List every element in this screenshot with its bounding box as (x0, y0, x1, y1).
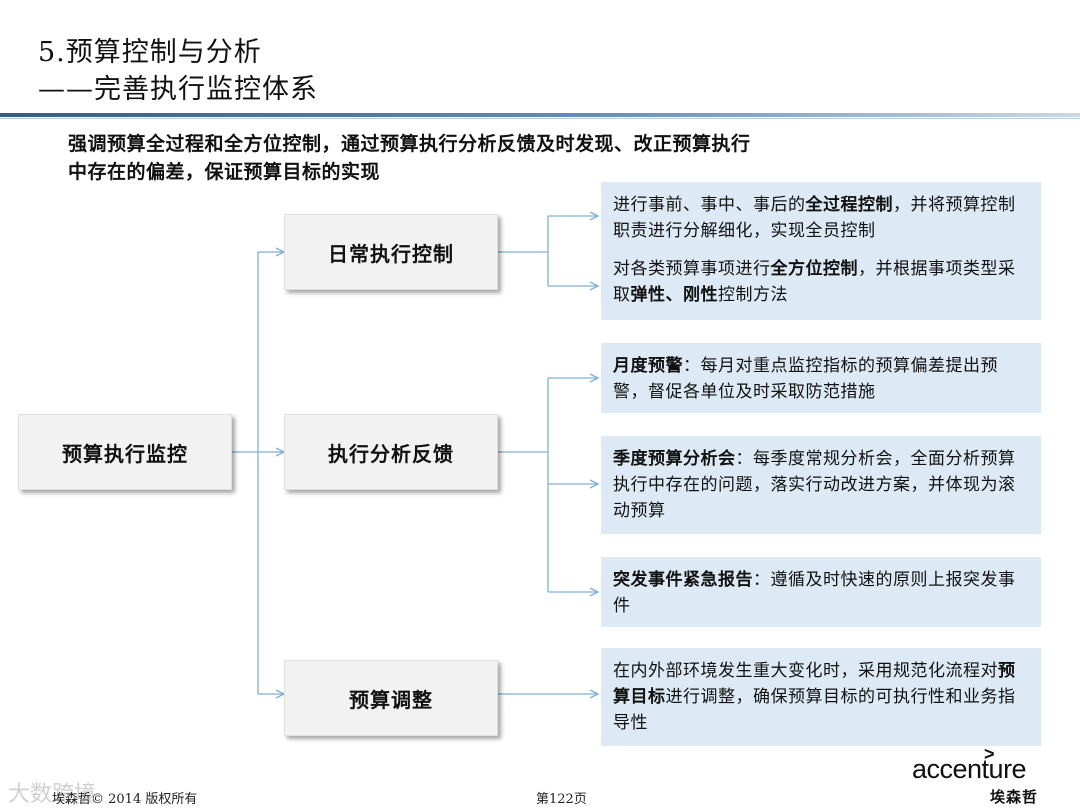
detail-monthly: 月度预警：每月对重点监控指标的预算偏差提出预警，督促各单位及时采取防范措施 (613, 353, 1029, 405)
detail-box-monthly: 月度预警：每月对重点监控指标的预算偏差提出预警，督促各单位及时采取防范措施 (601, 343, 1041, 413)
detail-daily-2-post: 控制方法 (718, 285, 788, 305)
detail-quarterly-post: ：每季度常规分析会，全面分析预算执行中存在的问题，落实行动改进方案，并体现为滚动… (613, 449, 1016, 521)
detail-adjust-bold: 预算目标 (613, 661, 1016, 707)
detail-daily-2-bold2: 弹性、刚性 (630, 285, 718, 305)
branch-daily-label: 日常执行控制 (328, 241, 454, 266)
detail-daily-2-bold: 全方位控制 (770, 259, 858, 279)
branch-analysis-label: 执行分析反馈 (328, 441, 454, 466)
header-rule-thin (0, 118, 1080, 119)
detail-daily-1-pre: 进行事前、事中、事后的 (613, 195, 806, 215)
detail-daily-1-post: ，并将预算控制职责进行分解细化，实现全员控制 (613, 195, 1016, 241)
detail-monthly-bold: 月度预警 (613, 356, 683, 376)
slide-title: 5.预算控制与分析 ——完善执行监控体系 (38, 34, 318, 108)
detail-box-emergency: 突发事件紧急报告：遵循及时快速的原则上报突发事件 (601, 557, 1041, 627)
detail-quarterly-bold: 季度预算分析会 (613, 449, 736, 469)
detail-emergency: 突发事件紧急报告：遵循及时快速的原则上报突发事件 (613, 567, 1029, 619)
detail-emergency-post: ：遵循及时快速的原则上报突发事件 (613, 570, 1016, 616)
detail-daily-2-mid: ，并根据事项类型采取 (613, 259, 1016, 305)
detail-adjust-post: 进行调整，确保预算目标的可执行性和业务指导性 (613, 687, 1016, 733)
detail-box-quarterly: 季度预算分析会：每季度常规分析会，全面分析预算执行中存在的问题，落实行动改进方案… (601, 436, 1041, 534)
detail-daily-1-bold: 全过程控制 (805, 195, 893, 215)
intro-line2: 中存在的偏差，保证预算目标的实现 (68, 161, 381, 183)
detail-box-daily: 进行事前、事中、事后的全过程控制，并将预算控制职责进行分解细化，实现全员控制 对… (601, 182, 1041, 320)
root-node-label: 预算执行监控 (62, 441, 188, 466)
logo-chinese: 埃森哲 (990, 789, 1039, 806)
detail-quarterly: 季度预算分析会：每季度常规分析会，全面分析预算执行中存在的问题，落实行动改进方案… (613, 446, 1029, 524)
root-node: 预算执行监控 (18, 414, 232, 490)
title-line1: 5.预算控制与分析 (38, 37, 262, 68)
footer-page-number: 第122页 (536, 792, 587, 807)
detail-adjust: 在内外部环境发生重大变化时，采用规范化流程对预算目标进行调整，确保预算目标的可执… (613, 658, 1029, 736)
detail-emergency-bold: 突发事件紧急报告 (613, 570, 753, 590)
intro-text: 强调预算全过程和全方位控制，通过预算执行分析反馈及时发现、改正预算执行 中存在的… (68, 130, 968, 186)
footer-copyright: 埃森哲© 2014 版权所有 (52, 792, 198, 807)
detail-daily-2-pre: 对各类预算事项进行 (613, 259, 771, 279)
branch-node-daily: 日常执行控制 (284, 214, 498, 290)
detail-adjust-pre: 在内外部环境发生重大变化时，采用规范化流程对 (613, 661, 998, 681)
branch-node-adjust: 预算调整 (284, 660, 498, 736)
logo-wordmark: accenture (912, 754, 1027, 784)
accenture-logo: > accenture 埃森哲 (912, 744, 1052, 806)
title-line2: ——完善执行监控体系 (38, 74, 318, 105)
detail-box-adjust: 在内外部环境发生重大变化时，采用规范化流程对预算目标进行调整，确保预算目标的可执… (601, 648, 1041, 746)
branch-node-analysis: 执行分析反馈 (284, 414, 498, 490)
detail-monthly-post: ：每月对重点监控指标的预算偏差提出预警，督促各单位及时采取防范措施 (613, 356, 998, 402)
watermark: 大数跨境 (8, 781, 97, 806)
detail-daily-1: 进行事前、事中、事后的全过程控制，并将预算控制职责进行分解细化，实现全员控制 (613, 192, 1029, 244)
branch-adjust-label: 预算调整 (349, 687, 433, 712)
logo-mark-icon: > (984, 744, 995, 764)
header-rule (0, 113, 1080, 117)
intro-line1: 强调预算全过程和全方位控制，通过预算执行分析反馈及时发现、改正预算执行 (68, 133, 751, 155)
detail-daily-2: 对各类预算事项进行全方位控制，并根据事项类型采取弹性、刚性控制方法 (613, 256, 1029, 308)
